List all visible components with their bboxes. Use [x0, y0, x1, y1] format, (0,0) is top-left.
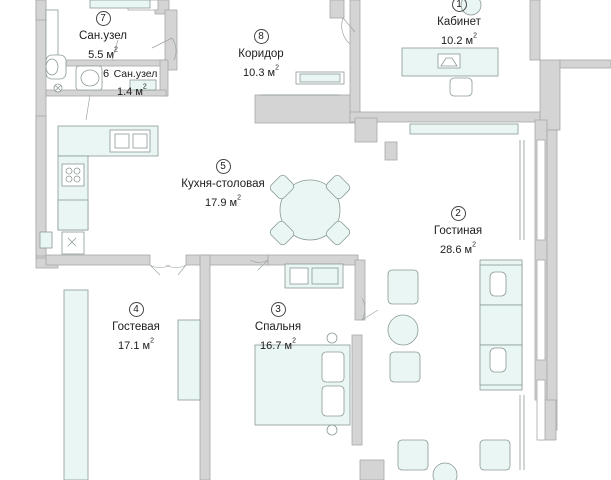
room-number: 2 — [450, 206, 466, 221]
guest-furniture — [63, 289, 201, 480]
bathroom-6-fixtures — [75, 65, 157, 91]
room-area: 17.9 м — [205, 196, 238, 209]
area-unit-superscript: 2 — [114, 46, 118, 54]
room-name: Спальня — [254, 321, 302, 334]
room-name: Сан.узел — [79, 30, 127, 43]
corridor-furniture — [260, 71, 345, 96]
room-area: 10.3 м — [243, 66, 276, 79]
room-area: 10.2 м — [441, 34, 474, 47]
room-number: 7 — [95, 11, 111, 26]
room-name: Сан.узел — [113, 68, 158, 80]
kitchen-furniture — [39, 125, 351, 255]
room-label-guest: 4 Гостевая 17.1 м2 — [101, 299, 171, 354]
room-area: 17.1 м — [118, 339, 151, 352]
room-area: 16.7 м — [260, 339, 293, 352]
area-unit-superscript: 2 — [150, 337, 154, 345]
area-unit-superscript: 2 — [292, 337, 296, 345]
room-label-living: 2 Гостиная 28.6 м2 — [423, 203, 493, 258]
area-unit-superscript: 2 — [142, 84, 147, 92]
room-area: 5.5 м — [88, 48, 114, 61]
bedroom-furniture — [254, 263, 351, 436]
room-name: Гостиная — [433, 225, 483, 238]
room-label-kitchen: 5 Кухня-столовая 17.9 м2 — [168, 156, 278, 211]
room-name: Кабинет — [437, 16, 481, 29]
room-number: 8 — [253, 29, 269, 44]
doors — [85, 17, 379, 321]
area-unit-superscript: 2 — [473, 32, 477, 40]
room-number: 4 — [128, 302, 144, 317]
room-number: 1 — [451, 0, 467, 12]
room-number: 5 — [215, 159, 231, 174]
room-name: Гостевая — [112, 321, 160, 334]
room-number: 3 — [270, 302, 286, 317]
area-unit-superscript: 2 — [472, 241, 476, 249]
area-unit-superscript: 2 — [237, 194, 241, 202]
room-area: 28.6 м — [440, 243, 473, 256]
room-name: Коридор — [238, 48, 284, 61]
area-unit-superscript: 2 — [275, 64, 279, 72]
room-name: Кухня-столовая — [181, 178, 265, 191]
room-label-corridor: 8 Коридор 10.3 м2 — [226, 26, 296, 81]
room-label-bathroom-7: 7 Сан.узел 5.5 м2 — [68, 8, 138, 63]
living-furniture — [387, 259, 523, 480]
bathroom-7-fixtures — [45, 0, 151, 93]
cabinet-furniture — [401, 0, 519, 135]
room-label-bedroom: 3 Спальня 16.7 м2 — [243, 299, 313, 354]
room-label-bathroom-6: 6 Сан.узел 1.4 м2 — [103, 64, 161, 101]
room-number: 6 — [103, 68, 110, 80]
room-area: 1.4 м — [117, 86, 143, 99]
room-label-cabinet: 1 Кабинет 10.2 м2 — [424, 0, 494, 49]
